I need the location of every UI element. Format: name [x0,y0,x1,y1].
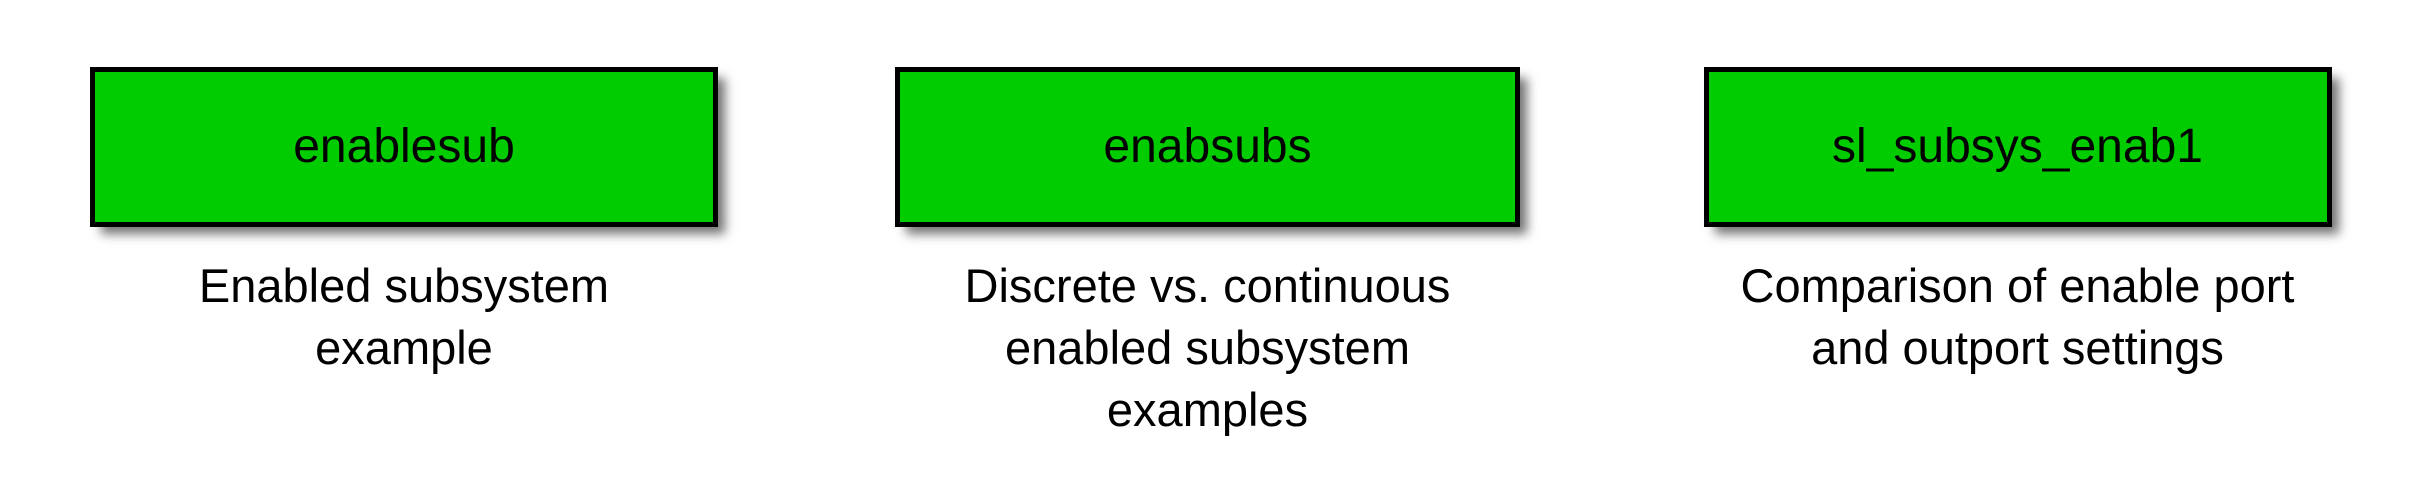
model-block-label: sl_subsys_enab1 [1832,120,2203,173]
model-example-enablesub: enablesub Enabled subsystem example [0,0,800,379]
model-example-enabsubs: enabsubs Discrete vs. continuous enabled… [800,0,1615,441]
model-example-sl-subsys-enab1: sl_subsys_enab1 Comparison of enable por… [1615,0,2410,379]
model-block-label: enabsubs [1103,120,1312,173]
model-block-caption: Comparison of enable port and outport se… [1740,259,2295,375]
model-block-sl-subsys-enab1[interactable]: sl_subsys_enab1 [1703,67,2332,227]
model-block-enablesub[interactable]: enablesub [90,67,718,227]
model-block-caption: Enabled subsystem example [198,259,610,375]
model-block-enabsubs[interactable]: enabsubs [895,67,1520,227]
model-block-caption: Discrete vs. continuous enabled subsyste… [964,259,1451,437]
model-block-label: enablesub [293,120,515,173]
